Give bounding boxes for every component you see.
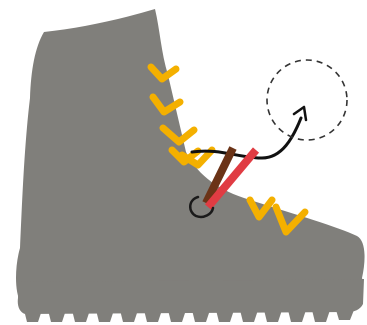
- curved-arrow: [190, 116, 303, 160]
- target-circle: [266, 59, 348, 141]
- boot-sole: [17, 279, 364, 314]
- knot-loop: [189, 195, 215, 219]
- hook-7: [272, 203, 309, 236]
- hook-6: [246, 196, 276, 221]
- red-lace-end: [204, 147, 260, 210]
- brown-lace-end: [202, 146, 237, 205]
- boot-silhouette: [16, 9, 365, 308]
- hook-2: [149, 93, 184, 116]
- upper-hooks: [147, 63, 216, 169]
- hook-5: [178, 146, 216, 169]
- lower-hooks: [246, 196, 309, 236]
- hook-4: [168, 146, 202, 166]
- hook-1: [147, 63, 180, 83]
- hook-3: [159, 124, 198, 146]
- sole-tread: [24, 310, 354, 322]
- arrow-head-icon: [292, 105, 308, 122]
